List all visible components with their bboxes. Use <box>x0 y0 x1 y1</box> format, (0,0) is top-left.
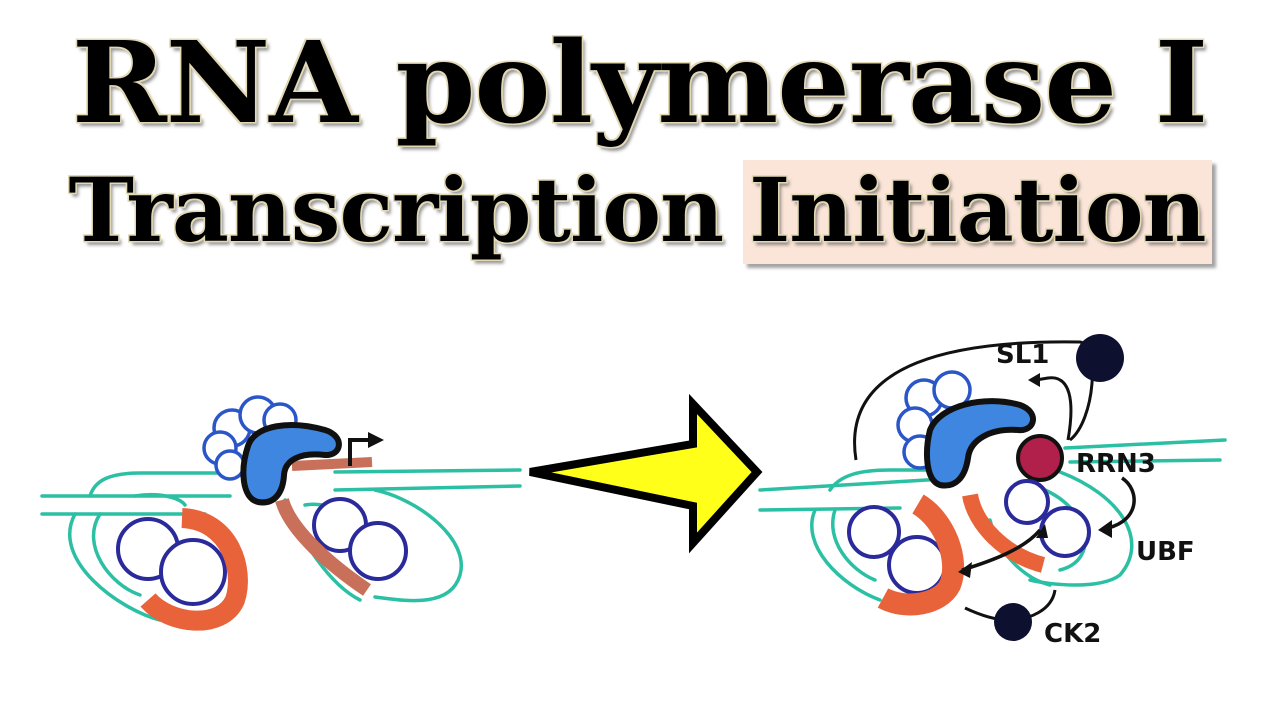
polymerase-icon <box>240 422 342 506</box>
title-main: RNA polymerase I <box>72 18 1208 149</box>
right-panel: SL1 RRN3 UBF CK2 <box>758 334 1227 649</box>
polymerase-icon <box>924 398 1036 489</box>
label-sl1: SL1 <box>996 340 1049 370</box>
ubf-interaction-arrow-icon <box>958 524 1048 578</box>
sl1-arrow-icon <box>1028 373 1073 441</box>
label-ubf: UBF <box>1136 537 1195 567</box>
label-ck2: CK2 <box>1044 619 1101 649</box>
rrn3-to-ubf-arrow-icon <box>1098 476 1136 538</box>
title-highlight-initiation: Initiation <box>743 160 1212 264</box>
right-arrow-icon <box>529 393 763 554</box>
sl1-connector-line <box>853 340 1094 461</box>
title-line-1: RNA polymerase I <box>0 24 1280 144</box>
rrna-strand-icon <box>877 494 965 616</box>
transcription-start-arrow-icon <box>348 432 384 466</box>
rrna-strand-icon <box>291 457 373 471</box>
label-rrn3: RRN3 <box>1076 449 1156 479</box>
nucleosome-icon <box>116 517 227 606</box>
rrna-strand-icon <box>140 508 248 631</box>
title-word-transcription: Transcription <box>68 158 724 262</box>
rrna-strand-icon <box>275 497 371 596</box>
left-panel <box>40 395 522 631</box>
dna-icon <box>758 438 1227 602</box>
nucleosome-icon <box>1004 479 1091 558</box>
rrna-strand-icon <box>962 493 1046 573</box>
ck2-protein-icon <box>994 603 1032 641</box>
nucleosome-icon <box>312 497 408 581</box>
sl1-dark-blob-icon <box>1076 334 1124 382</box>
rrn3-protein-icon <box>1016 434 1064 482</box>
